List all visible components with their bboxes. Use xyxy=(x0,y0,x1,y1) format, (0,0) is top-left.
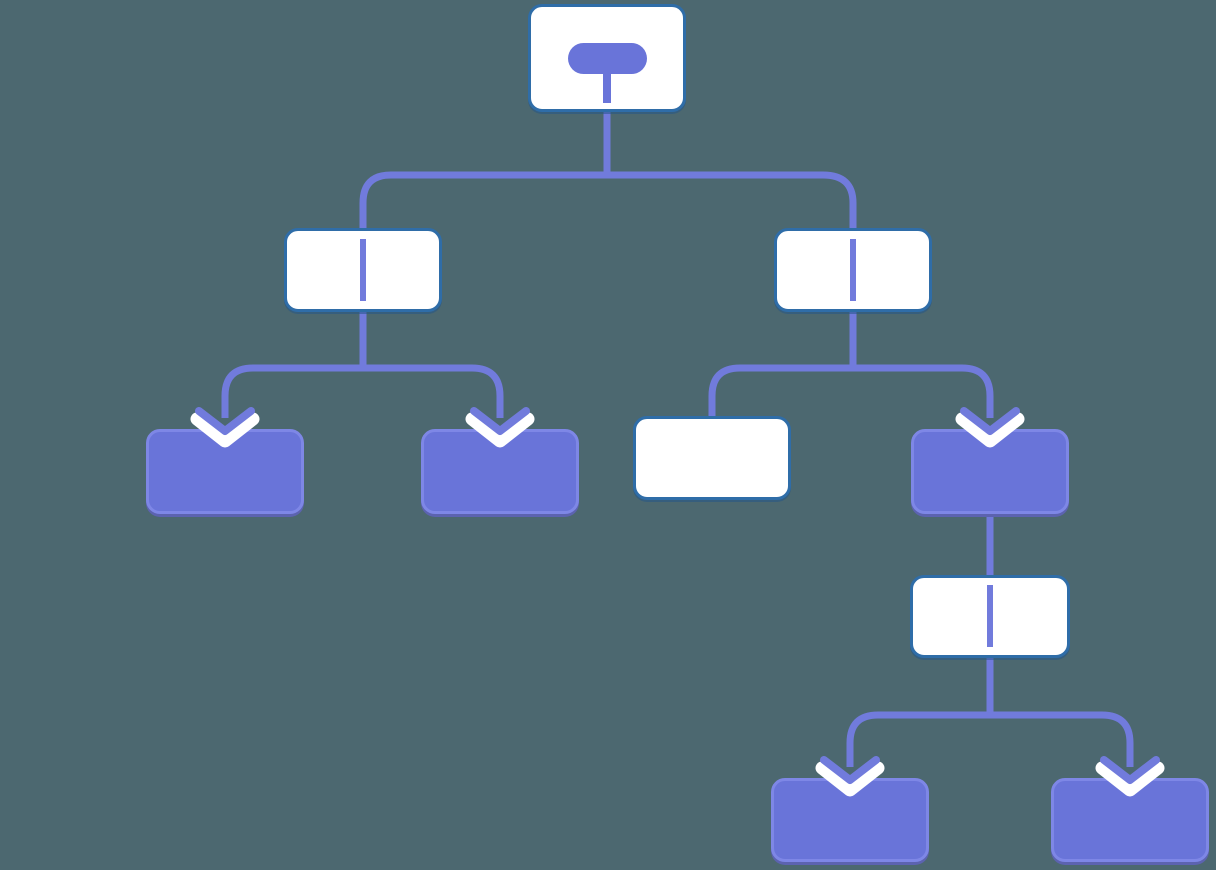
chevron-down-icon xyxy=(820,756,880,784)
node-root[interactable] xyxy=(528,4,686,112)
chevron-down-icon xyxy=(195,407,255,435)
root-pill xyxy=(567,43,647,74)
node-branch-right[interactable] xyxy=(774,228,932,312)
node-leaf-left-2[interactable] xyxy=(421,429,579,514)
node-leaf-left-1[interactable] xyxy=(146,429,304,514)
node-leaf-bottom-1[interactable] xyxy=(771,778,929,862)
edge-left-branch[interactable] xyxy=(221,364,504,418)
edge-lower-branch[interactable] xyxy=(846,711,1134,767)
chevron-down-icon xyxy=(470,407,530,435)
edge-right-branch[interactable] xyxy=(708,364,994,421)
node-purple-mid[interactable] xyxy=(911,429,1069,514)
edge-level1-branch[interactable] xyxy=(359,171,857,232)
pass-through-line xyxy=(360,239,366,301)
node-leaf-bottom-2[interactable] xyxy=(1051,778,1209,862)
pass-through-line xyxy=(850,239,856,301)
pass-through-line xyxy=(987,585,993,647)
node-branch-left[interactable] xyxy=(284,228,442,312)
chevron-down-icon xyxy=(960,407,1020,435)
root-pill-stem xyxy=(603,69,611,103)
chevron-down-icon xyxy=(1100,756,1160,784)
node-branch-lower[interactable] xyxy=(910,575,1070,658)
node-plain-white[interactable] xyxy=(633,416,791,500)
